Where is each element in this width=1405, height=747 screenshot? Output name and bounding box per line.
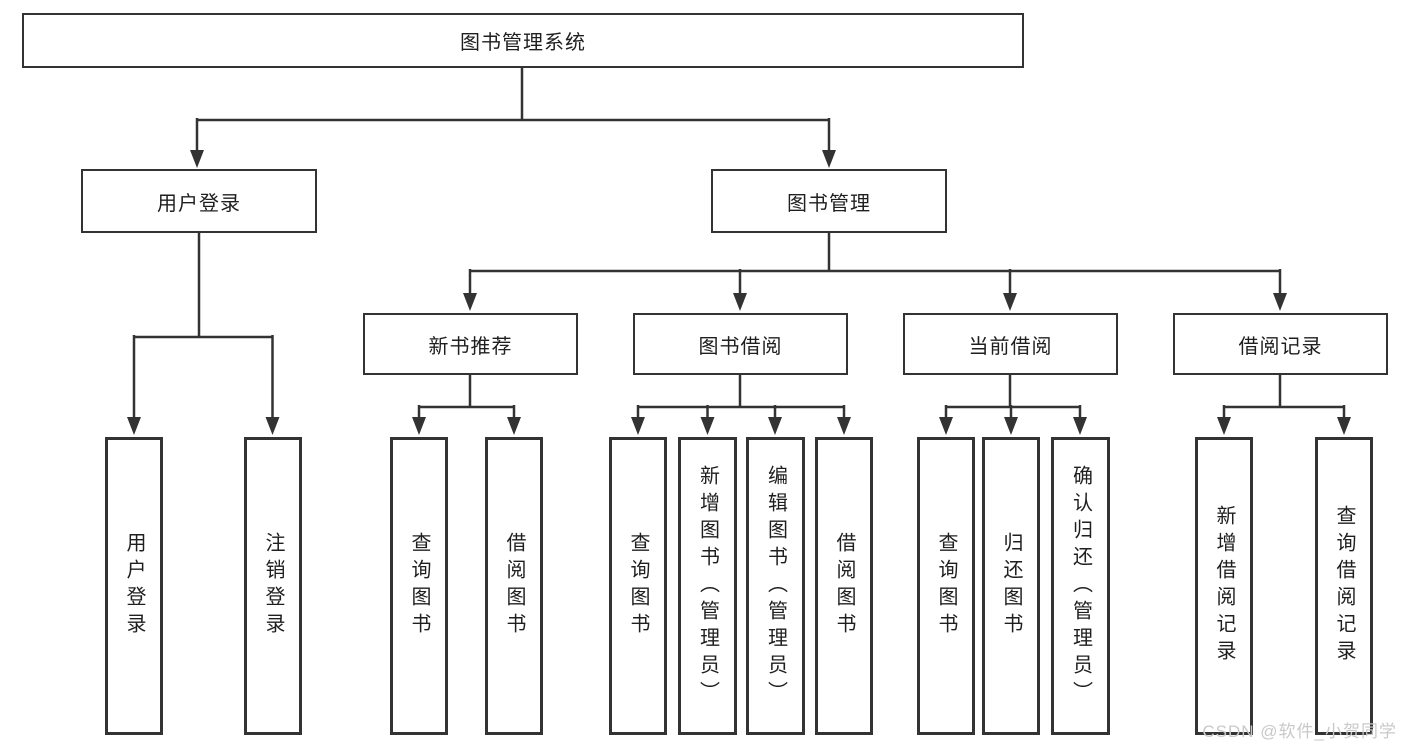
node-borrow-records-label: 借阅记录 [1238, 335, 1323, 358]
leaf-edit-books-admin-label: 编辑图书（管理员） [764, 464, 787, 708]
leaf-query-books-recommend: 查询图书 [390, 437, 448, 735]
node-book-borrow: 图书借阅 [633, 313, 848, 375]
connector-stems [132, 68, 1346, 419]
leaf-query-books-current: 查询图书 [917, 437, 975, 735]
leaf-logout-login-label: 注销登录 [262, 532, 284, 640]
leaf-query-books-borrow-label: 查询图书 [627, 532, 649, 640]
node-book-management-label: 图书管理 [787, 192, 871, 215]
leaf-add-books-admin-label: 新增图书（管理员） [696, 464, 719, 708]
csdn-watermark: CSDN @软件_小贺同学 [1202, 722, 1397, 741]
leaf-add-books-admin: 新增图书（管理员） [678, 437, 737, 735]
node-book-borrow-label: 图书借阅 [698, 335, 783, 358]
leaf-user-login-label: 用户登录 [123, 532, 145, 640]
leaf-borrow-books-recommend-label: 借阅图书 [503, 532, 525, 640]
node-borrow-records: 借阅记录 [1173, 313, 1388, 375]
node-book-management: 图书管理 [711, 169, 947, 233]
leaf-confirm-return-admin: 确认归还（管理员） [1051, 437, 1110, 735]
node-user-login: 用户登录 [81, 169, 317, 233]
node-current-borrow-label: 当前借阅 [968, 335, 1053, 358]
leaf-borrow-books-label: 借阅图书 [833, 532, 855, 640]
node-user-login-label: 用户登录 [157, 192, 241, 215]
leaf-borrow-books-recommend: 借阅图书 [485, 437, 543, 735]
node-root-label: 图书管理系统 [460, 32, 586, 54]
leaf-query-books-recommend-label: 查询图书 [408, 532, 430, 640]
leaf-confirm-return-admin-label: 确认归还（管理员） [1069, 464, 1092, 708]
leaf-return-books: 归还图书 [982, 437, 1040, 735]
node-root: 图书管理系统 [22, 13, 1024, 68]
leaf-user-login: 用户登录 [105, 437, 163, 735]
leaf-query-borrow-record: 查询借阅记录 [1315, 437, 1373, 735]
leaf-edit-books-admin: 编辑图书（管理员） [746, 437, 805, 735]
leaf-borrow-books: 借阅图书 [815, 437, 873, 735]
leaf-add-borrow-record-label: 新增借阅记录 [1213, 505, 1235, 667]
leaf-return-books-label: 归还图书 [1000, 532, 1022, 640]
leaf-logout-login: 注销登录 [244, 437, 302, 735]
leaf-query-books-borrow: 查询图书 [609, 437, 667, 735]
leaf-add-borrow-record: 新增借阅记录 [1195, 437, 1253, 735]
node-new-book-recommend: 新书推荐 [363, 313, 578, 375]
node-new-book-recommend-label: 新书推荐 [428, 335, 513, 358]
node-current-borrow: 当前借阅 [903, 313, 1118, 375]
leaf-query-books-current-label: 查询图书 [935, 532, 957, 640]
leaf-query-borrow-record-label: 查询借阅记录 [1333, 505, 1355, 667]
